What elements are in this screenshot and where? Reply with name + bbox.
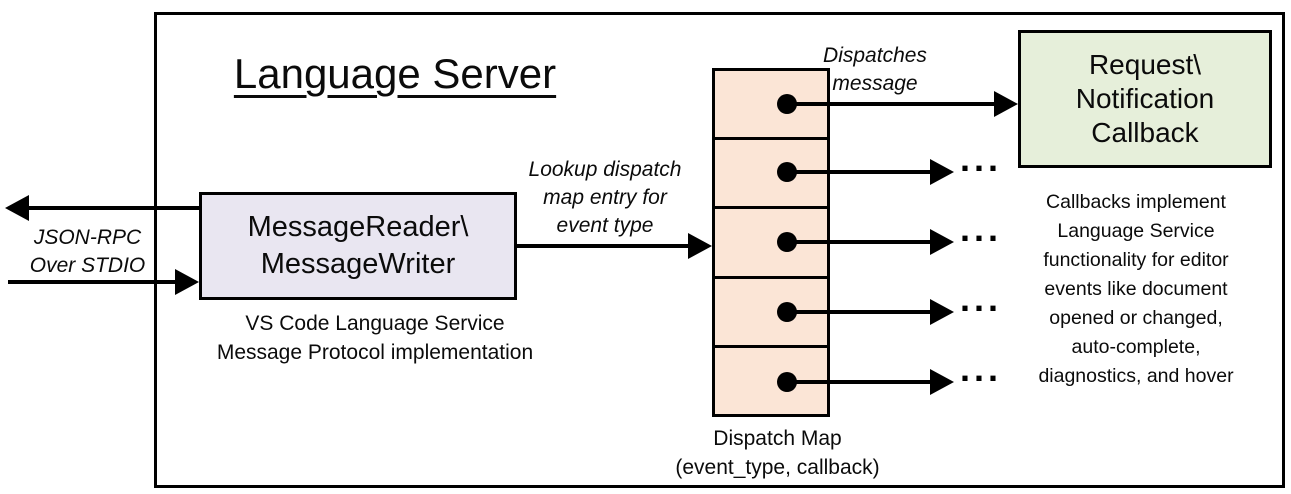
callbacks-note-line7: diagnostics, and hover (1038, 365, 1234, 387)
ellipsis-row-3: ... (960, 208, 1003, 249)
callbacks-note-line5: opened or changed, (1049, 307, 1223, 329)
callback-box-line2: Notification (1075, 83, 1215, 114)
language-server-boundary (154, 12, 1285, 488)
dispatch-map-cell-4 (715, 275, 827, 345)
dispatch-map-caption-line1: Dispatch Map (713, 427, 842, 450)
reader-caption-line1: VS Code Language Service (245, 312, 505, 335)
dispatch-map (712, 68, 830, 417)
dispatch-map-caption-line2: (event_type, callback) (675, 456, 880, 479)
ellipsis-row-5: ... (960, 348, 1003, 389)
dispatches-message-label: Dispatches message (790, 42, 960, 98)
callbacks-note-line3: functionality for editor (1043, 249, 1229, 271)
dispatch-map-cell-2 (715, 137, 827, 206)
reader-box-line1: MessageReader\ (247, 211, 469, 243)
callback-box-line1: Request\ (1088, 49, 1202, 80)
ellipsis-row-2: ... (960, 138, 1003, 179)
ellipsis-row-4: ... (960, 278, 1003, 319)
lookup-label-line2: map entry for (543, 186, 667, 209)
dispatch-map-cell-5 (715, 344, 827, 414)
callbacks-note-line4: events like document (1044, 278, 1228, 300)
callback-box-line3: Callback (1091, 117, 1199, 148)
json-rpc-out-arrowhead-icon (5, 195, 29, 221)
json-rpc-label-line1: JSON-RPC (33, 226, 142, 249)
lookup-label-line3: event type (556, 214, 654, 237)
dispatch-map-cell-3 (715, 206, 827, 275)
dispatch-map-caption: Dispatch Map (event_type, callback) (660, 424, 895, 482)
json-rpc-label-line2: Over STDIO (29, 254, 146, 277)
request-notification-callback-box: Request\ Notification Callback (1018, 30, 1272, 168)
diagram-title: Language Server (233, 50, 557, 97)
reader-caption: VS Code Language Service Message Protoco… (180, 309, 570, 367)
callbacks-note-line6: auto-complete, (1071, 336, 1201, 358)
callbacks-note-line1: Callbacks implement (1046, 191, 1226, 213)
dispatches-label-line2: message (832, 72, 918, 95)
lookup-dispatch-label: Lookup dispatch map entry for event type (510, 156, 700, 240)
lookup-label-line1: Lookup dispatch (528, 158, 682, 181)
reader-caption-line2: Message Protocol implementation (216, 341, 534, 364)
reader-box-line2: MessageWriter (260, 248, 456, 280)
json-rpc-stdio-label: JSON-RPC Over STDIO (15, 224, 160, 280)
dispatches-label-line1: Dispatches (823, 44, 927, 67)
message-reader-writer-box: MessageReader\ MessageWriter (199, 192, 517, 300)
callbacks-note-line2: Language Service (1057, 220, 1215, 242)
callbacks-note: Callbacks implement Language Service fun… (1016, 188, 1256, 391)
